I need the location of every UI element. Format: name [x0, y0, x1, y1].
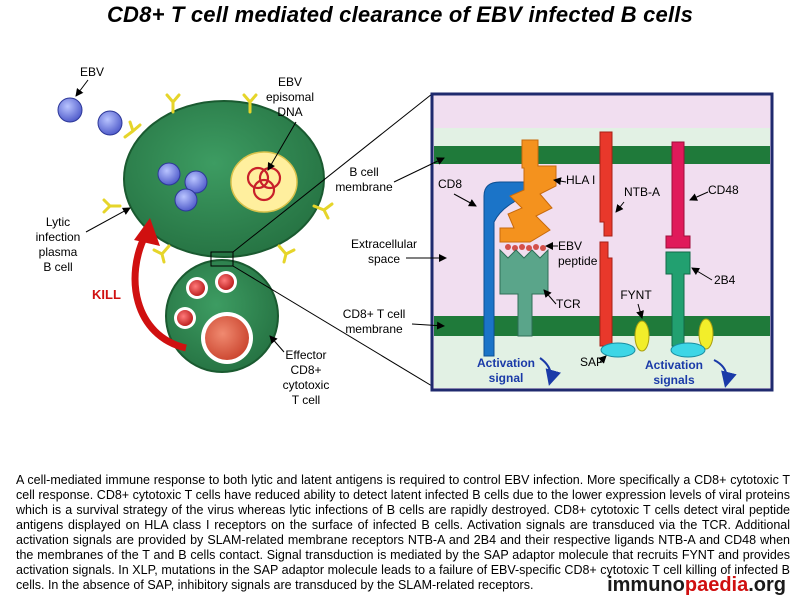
- fynt-pointer: [636, 303, 644, 319]
- activation-signal-arrow: [539, 357, 561, 386]
- activation-signals-label-2: signals: [653, 373, 695, 387]
- kill-arrow: [131, 232, 187, 352]
- ebv-peptide-label-1: EBV: [558, 239, 582, 253]
- episomal-label-3: DNA: [277, 105, 302, 119]
- hla-receptor-icon: [312, 202, 334, 220]
- extracellular-label-1: Extracellular: [351, 237, 417, 251]
- lytic-label-2: infection: [36, 230, 81, 244]
- effector-label-3: cytotoxic: [283, 378, 330, 392]
- episomal-pointer: [267, 121, 297, 171]
- hla-receptor-group: [102, 93, 334, 264]
- tcr-molecule: [499, 248, 549, 337]
- cd48-pointer: [689, 191, 709, 201]
- hla-receptor-icon: [152, 244, 171, 264]
- tcr-label: TCR: [556, 297, 581, 311]
- effector-pointer: [269, 335, 285, 353]
- t-membrane-label-1: CD8+ T cell: [343, 307, 406, 321]
- kill-arrowhead: [134, 218, 160, 246]
- hla-receptor-icon: [123, 120, 142, 139]
- diagram-svg: EBV EBV episomal DNA Lytic infection pla…: [36, 65, 774, 407]
- lytic-label-1: Lytic: [46, 215, 70, 229]
- cd8-pointer: [453, 193, 477, 207]
- ntba-label: NTB-A: [624, 185, 660, 199]
- extracellular-label-2: space: [368, 252, 400, 266]
- fynt-molecule: [634, 320, 650, 352]
- episomal-dna-icon: [246, 166, 282, 202]
- ebv-peptide-label-2: peptide: [558, 254, 598, 268]
- brand-part-3: .org: [748, 574, 786, 596]
- cytotoxic-granules: [174, 271, 237, 329]
- hla-receptor-icon: [242, 93, 258, 114]
- t-cell-nucleus: [205, 316, 249, 360]
- lytic-label-3: plasma: [39, 245, 78, 259]
- ebv-pointer: [75, 79, 89, 97]
- activation-signal-label-1: Activation: [477, 356, 535, 370]
- b-cell-nucleus: [230, 151, 298, 213]
- b-membrane-label-1: B cell: [349, 165, 378, 179]
- cd8-label: CD8: [438, 177, 462, 191]
- lytic-b-cell: [123, 100, 325, 258]
- kill-label: KILL: [92, 287, 121, 302]
- cd48-label: CD48: [708, 183, 739, 197]
- ebv-virus: [157, 162, 181, 186]
- zoom-line-top: [232, 93, 433, 253]
- t-membrane-pointer: [411, 321, 445, 330]
- contact-zone-box: [210, 251, 234, 267]
- hla-i-molecule: [499, 139, 557, 243]
- ebv-virus: [184, 170, 208, 194]
- episomal-label-2: episomal: [266, 90, 314, 104]
- t-membrane-label-2: membrane: [345, 322, 403, 336]
- b-membrane-pointer: [393, 157, 445, 183]
- ntba-molecule-b-cell: [599, 131, 613, 237]
- episomal-label-1: EBV: [278, 75, 302, 89]
- activation-signal-label-2: signal: [489, 371, 524, 385]
- sap-molecule: [600, 342, 636, 358]
- sap-label: SAP: [580, 355, 604, 369]
- ebv-virus: [97, 110, 123, 136]
- brand-part-1: immuno: [607, 574, 685, 596]
- 2b4-label: 2B4: [714, 273, 736, 287]
- page-title: CD8+ T cell mediated clearance of EBV in…: [106, 2, 694, 27]
- intracellular-virions: [157, 162, 208, 212]
- fynt-molecule: [698, 318, 714, 350]
- hla-receptor-icon: [102, 198, 122, 214]
- effector-label-4: T cell: [292, 393, 320, 407]
- effector-label-1: Effector: [285, 348, 326, 362]
- lytic-pointer: [85, 207, 131, 233]
- activation-signals-label-1: Activation: [645, 358, 703, 372]
- hla-receptor-icon: [165, 93, 181, 114]
- ebv-peptide-icon: [505, 244, 546, 251]
- ebv-virus: [57, 97, 83, 123]
- brand-part-2: paedia: [684, 574, 749, 596]
- sap-pointer: [598, 355, 607, 364]
- fynt-label: FYNT: [620, 288, 652, 302]
- caption-text: A cell-mediated immune response to both …: [16, 473, 790, 592]
- activation-signals-arrow: [713, 359, 737, 388]
- diagram-panel: EBV EBV episomal DNA Lytic infection pla…: [14, 36, 790, 466]
- brand-logo: immunopaedia.org: [607, 574, 786, 597]
- b-membrane-label-2: membrane: [335, 180, 393, 194]
- hla-receptor-icon: [277, 244, 296, 264]
- lytic-label-4: B cell: [43, 260, 72, 274]
- zoom-line-bottom: [232, 265, 433, 387]
- hla-label: HLA I: [566, 173, 595, 187]
- ebv-label: EBV: [80, 65, 104, 79]
- 2b4-pointer: [691, 267, 713, 281]
- ntba-pointer: [615, 201, 625, 213]
- ebv-virus-group: [57, 97, 123, 136]
- ebv-virus: [174, 188, 198, 212]
- cd48-molecule: [665, 141, 691, 249]
- sap-molecule: [670, 342, 706, 358]
- ntba-molecule-t-cell: [599, 241, 613, 347]
- hla-pointer: [553, 177, 567, 186]
- effector-label-2: CD8+: [290, 363, 321, 377]
- tcr-pointer: [543, 289, 557, 305]
